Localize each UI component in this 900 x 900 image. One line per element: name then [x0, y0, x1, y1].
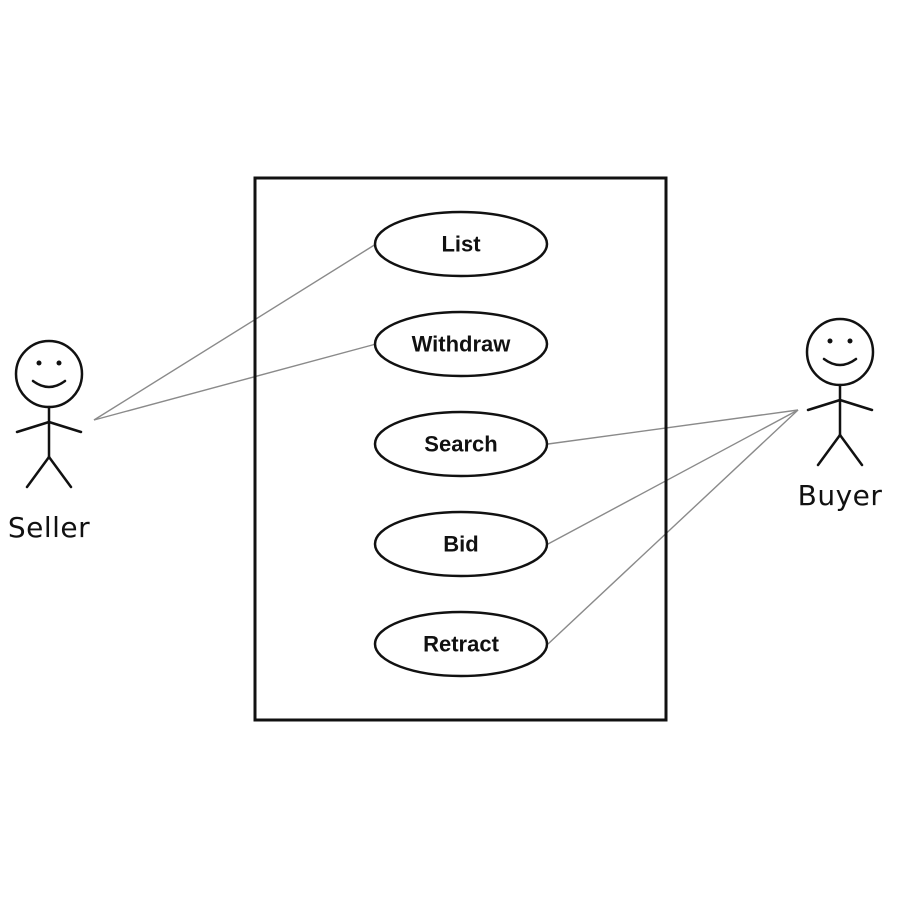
actor-seller[interactable]: Seller — [8, 339, 90, 544]
use-case-list-label: List — [441, 232, 481, 257]
actor-buyer[interactable]: Buyer — [798, 317, 883, 512]
system-boundary — [253, 176, 668, 722]
use-case-retract-label: Retract — [423, 632, 499, 657]
use-case-withdraw[interactable]: Withdraw — [373, 310, 549, 378]
use-case-retract[interactable]: Retract — [373, 610, 549, 678]
use-case-list-shape — [373, 210, 549, 278]
use-case-search-label: Search — [424, 432, 497, 457]
use-case-bid[interactable]: Bid — [373, 510, 549, 578]
use-case-bid-shape — [373, 510, 549, 578]
use-case-withdraw-shape — [373, 310, 549, 378]
association-seller-list — [93, 243, 377, 421]
use-case-list[interactable]: List — [373, 210, 549, 278]
stick-figure-icon — [805, 317, 875, 467]
use-case-search[interactable]: Search — [373, 410, 549, 478]
use-case-bid-label: Bid — [443, 532, 478, 557]
stick-figure-icon — [14, 339, 84, 489]
actor-seller-label: Seller — [8, 511, 90, 544]
association-buyer-retract — [547, 409, 799, 645]
use-case-retract-shape — [373, 610, 549, 678]
association-buyer-search — [547, 409, 799, 445]
actor-buyer-label: Buyer — [798, 479, 883, 512]
association-seller-withdraw — [93, 343, 377, 421]
use-case-withdraw-label: Withdraw — [412, 332, 512, 357]
associations — [93, 243, 799, 645]
use-case-search-shape — [373, 410, 549, 478]
association-buyer-bid — [547, 409, 799, 545]
